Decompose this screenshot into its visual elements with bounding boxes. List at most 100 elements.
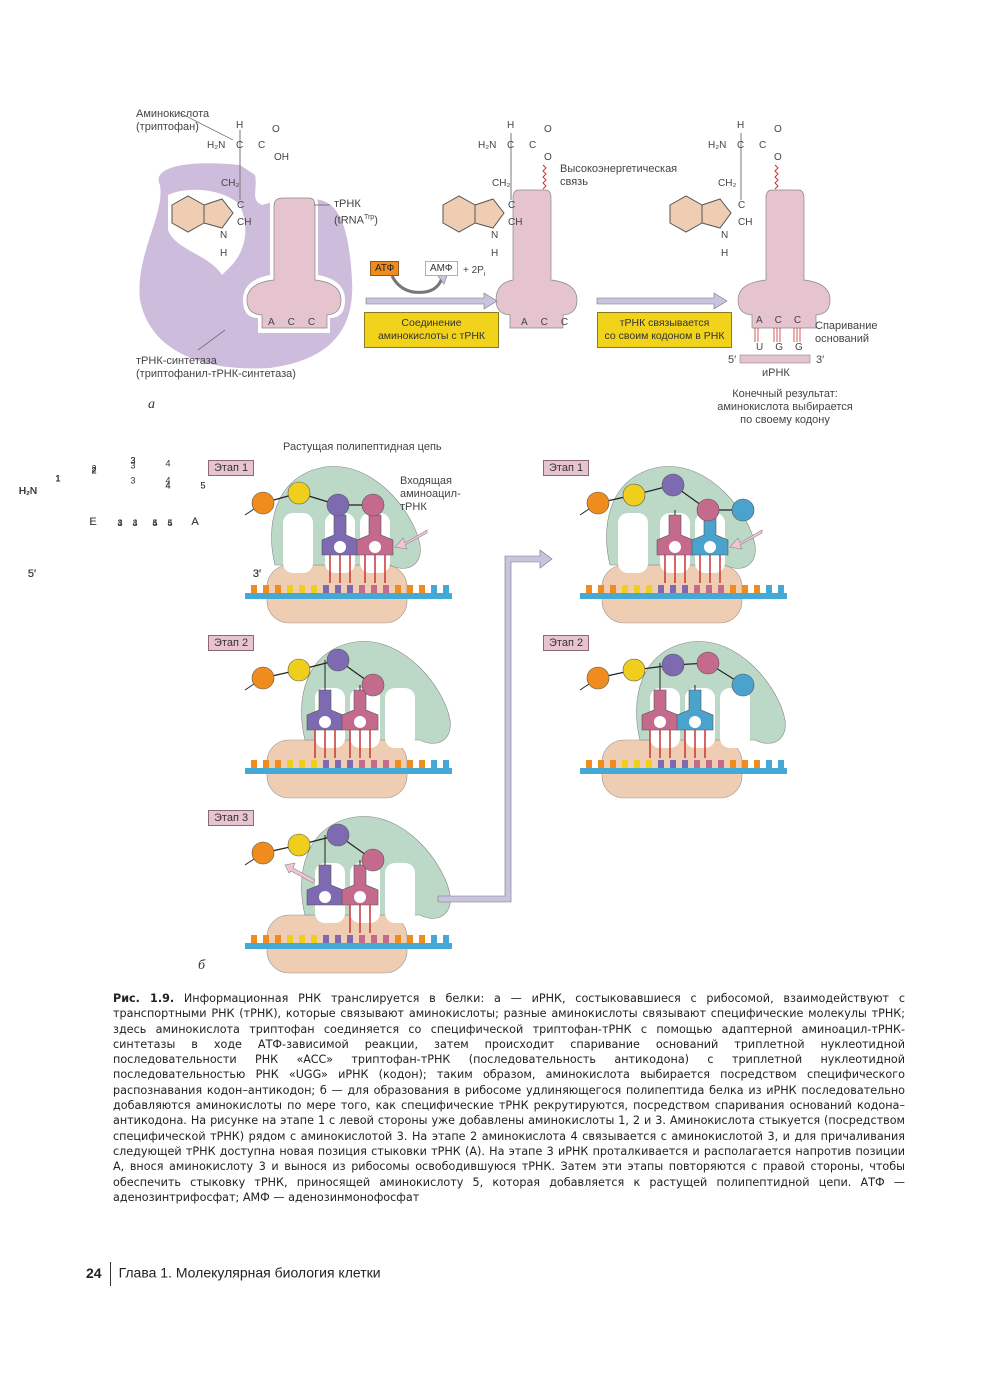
mrna-base [395, 585, 401, 593]
trna-number-bg [354, 716, 366, 728]
phosphate-label: + 2Pi [463, 265, 486, 278]
stage-label: Этап 3 [208, 810, 255, 826]
mrna-base [706, 760, 712, 768]
mrna-base [443, 760, 449, 768]
three-prime-label: 3′ [253, 568, 261, 580]
chem-n: N [721, 230, 729, 241]
mrna-base [383, 585, 389, 593]
ribosome-panel [244, 641, 452, 799]
chem-c: C [738, 200, 746, 211]
amino-acid-1 [251, 491, 275, 515]
mrna-label: иРНК [762, 367, 790, 379]
site-label: A [191, 516, 199, 528]
mrna-strand [245, 593, 452, 599]
mrna-base [275, 760, 281, 768]
trna-number-bg [319, 716, 331, 728]
amino-acid-number: 1 [55, 474, 60, 484]
amino-acid-number: 4 [165, 481, 170, 491]
chem-h: H [721, 248, 729, 259]
chem-h2n: H₂N [207, 140, 226, 151]
mrna-base [658, 760, 664, 768]
mrna-base [335, 585, 341, 593]
mrna-base [670, 585, 676, 593]
three-prime-label: 3′ [816, 354, 825, 366]
mrna-base [287, 760, 293, 768]
chapter-title: Глава 1. Молекулярная биология клетки [118, 1264, 381, 1281]
mrna-base [634, 585, 640, 593]
trna-4 [341, 689, 379, 731]
mrna-base [754, 760, 760, 768]
mrna-base [778, 760, 784, 768]
chem-ch2: CH₂ [492, 178, 511, 189]
site-label: A [191, 516, 199, 528]
mrna-base [754, 585, 760, 593]
mrna-base [586, 760, 592, 768]
trna-right [737, 189, 831, 329]
mrna-base [634, 760, 640, 768]
amino-acid-number: 4 [165, 459, 170, 469]
amino-acid-3 [661, 653, 685, 677]
amino-acid-1 [586, 666, 610, 690]
mrna-base [383, 760, 389, 768]
amino-acid-number: 2 [91, 466, 96, 476]
mrna-base [766, 760, 772, 768]
mrna-strand [580, 768, 787, 774]
three-prime-label: 3′ [253, 568, 261, 580]
chem-h: H [491, 248, 499, 259]
chem-h: H [236, 120, 244, 131]
mrna-base [383, 935, 389, 943]
h2n-label: H₂N [19, 486, 37, 497]
stage-label: Этап 1 [543, 460, 590, 476]
amino-acid-4 [361, 848, 385, 872]
mrna-base [311, 760, 317, 768]
chem-oh: OH [274, 152, 289, 163]
mrna-base [742, 585, 748, 593]
amino-acid-3 [326, 823, 350, 847]
amino-acid-number: 5 [200, 481, 205, 491]
trna-5 [676, 689, 714, 731]
mrna-base [443, 585, 449, 593]
trna-number: 3 [117, 518, 122, 528]
trna-number-bg [319, 891, 331, 903]
mrna-base [347, 760, 353, 768]
chem-o: O [544, 152, 552, 163]
trna-4 [356, 514, 394, 556]
panel-letter-a: а [148, 397, 155, 412]
amino-acid-1 [251, 666, 275, 690]
trna-number-bg [369, 541, 381, 553]
amino-acid-number: 4 [165, 481, 170, 491]
chem-h: H [507, 120, 515, 131]
trna-label: тРНК (tRNATrp) [334, 198, 378, 227]
mrna-base [311, 935, 317, 943]
figure-a-drawing [139, 111, 831, 369]
trna-number: 5 [152, 518, 157, 528]
mrna-base [395, 935, 401, 943]
anticodon-middle: ACC [521, 317, 582, 328]
mrna-base [359, 760, 365, 768]
trna-number: 3 [117, 518, 122, 528]
trna-number-bg [689, 716, 701, 728]
mrna-base [359, 585, 365, 593]
caption-label: Рис. 1.9. [113, 992, 175, 1005]
atp-box: АТФ [370, 261, 400, 276]
amino-acid-2 [287, 658, 311, 682]
mrna-base [766, 585, 772, 593]
mrna-base [694, 760, 700, 768]
ribosome-panel [579, 466, 787, 624]
synthetase-label: тРНК-синтетаза(триптофанил-тРНК-синтетаз… [136, 355, 296, 380]
process-arrow-2 [596, 292, 728, 310]
amino-acid-number: 1 [55, 474, 60, 484]
mrna-base [335, 760, 341, 768]
anticodon-right: ACC [756, 315, 814, 326]
mrna-base [730, 585, 736, 593]
trna-left [246, 197, 342, 329]
chem-c: C [737, 140, 745, 151]
trna-number: 4 [117, 518, 122, 528]
indole-ring-left [171, 195, 234, 233]
mrna-base [742, 760, 748, 768]
five-prime-label: 5′ [28, 568, 36, 580]
mrna-base [407, 585, 413, 593]
five-prime-label: 5′ [728, 354, 737, 366]
